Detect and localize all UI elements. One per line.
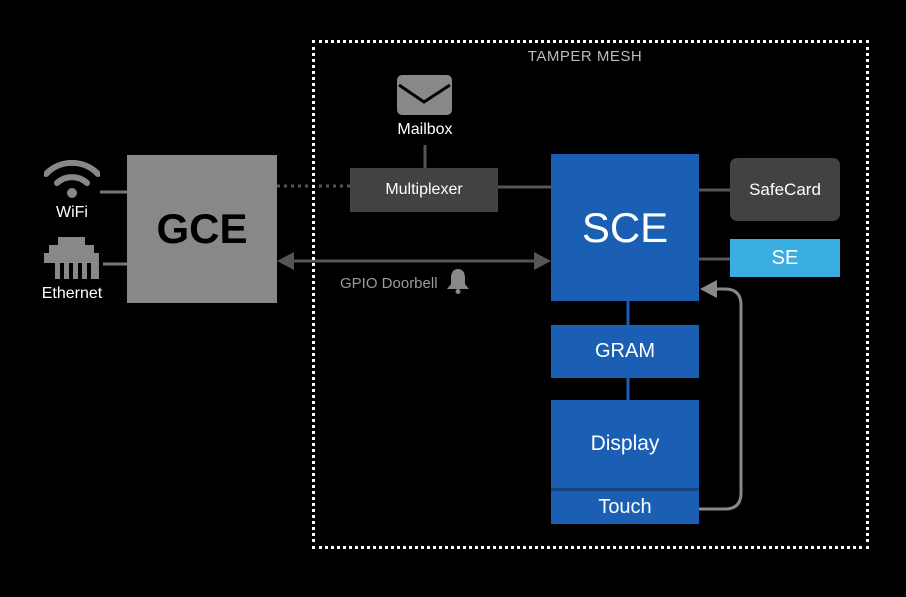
sce-block: SCE [551,154,699,301]
touch-sce-feedback-arrow [685,287,743,511]
mailbox-label: Mailbox [397,121,453,138]
se-label: SE [771,246,799,269]
wifi-label: WiFi [56,204,88,221]
gpio-arrowhead-left [277,252,294,270]
envelope-icon [397,75,452,115]
gce-label: GCE [156,205,248,252]
touch-sce-arrowhead [700,280,717,298]
gpio-arrowhead-right [534,252,551,270]
gce-block: GCE [127,155,277,303]
se-block: SE [730,239,840,277]
ethernet-port-icon [44,237,99,279]
touch-block: Touch [551,488,699,524]
gpio-doorbell-label: GPIO Doorbell [340,268,470,294]
ethernet-label: Ethernet [41,285,103,302]
multiplexer-label: Multiplexer [385,181,463,198]
touch-label: Touch [598,496,652,518]
safecard-label: SafeCard [749,179,821,199]
display-label: Display [590,432,660,455]
sce-label: SCE [581,203,669,251]
gram-label: GRAM [595,340,655,362]
wifi-icon [44,160,100,198]
bell-icon [446,269,469,294]
multiplexer-block: Multiplexer [350,168,498,212]
gram-block: GRAM [551,325,699,378]
safecard-block: SafeCard [730,158,840,221]
tamper-mesh-boundary [312,40,869,549]
gpio-doorbell-text: GPIO Doorbell [340,275,438,292]
display-block: Display [551,400,699,488]
tamper-mesh-label: TAMPER MESH [527,48,643,65]
